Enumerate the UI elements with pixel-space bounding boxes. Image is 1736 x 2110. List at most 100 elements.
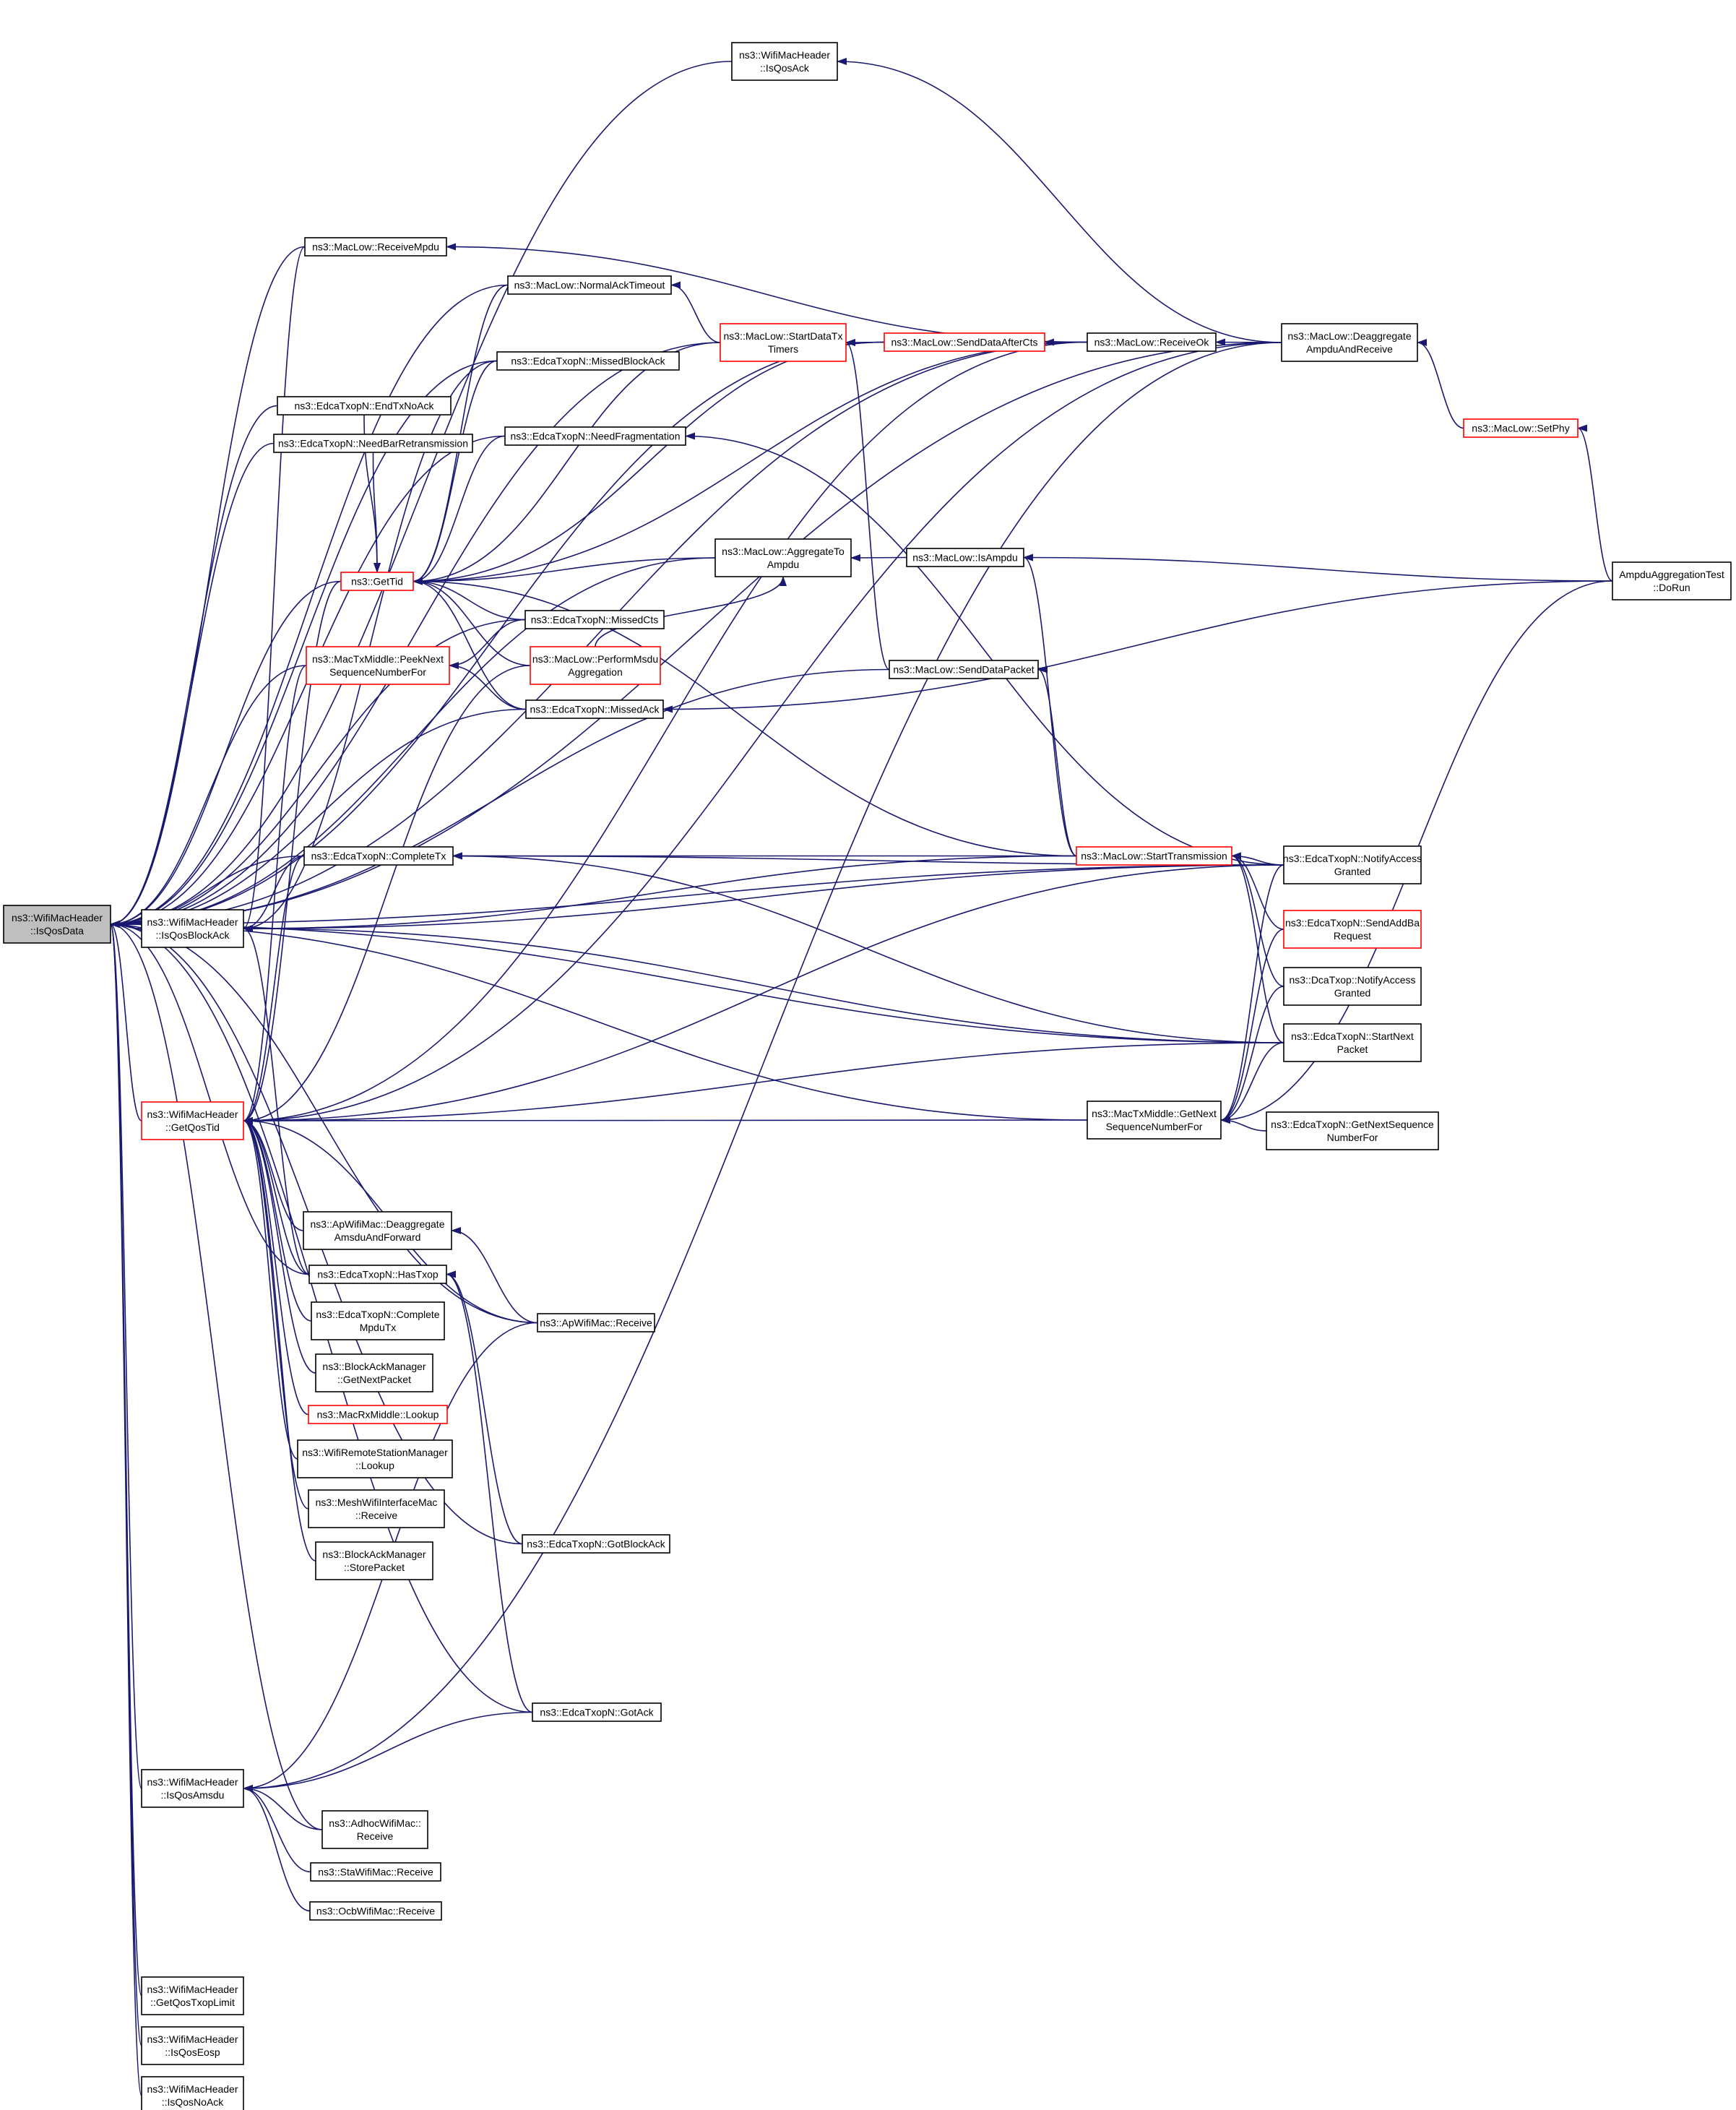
node-box <box>1281 323 1418 362</box>
node-box <box>530 646 661 685</box>
edge-is-qos-amsdu-to-is-qos-data <box>110 921 142 1789</box>
node-is-qos-amsdu[interactable]: ns3::WifiMacHeader::IsQosAmsdu <box>141 1769 244 1808</box>
node-is-qos-eosp[interactable]: ns3::WifiMacHeader::IsQosEosp <box>141 2026 244 2065</box>
node-is-qos-no-ack[interactable]: ns3::WifiMacHeader::IsQosNoAck <box>141 2076 244 2110</box>
node-box <box>504 426 686 446</box>
node-box <box>522 1534 670 1554</box>
node-label: ::IsQosBlockAck <box>156 929 230 941</box>
node-label: ns3::EdcaTxopN::MissedAck <box>530 704 660 715</box>
node-label: ns3::MacTxMiddle::PeekNext <box>312 653 444 665</box>
node-send-data-packet[interactable]: ns3::MacLow::SendDataPacket <box>889 660 1039 679</box>
node-do-run[interactable]: AmpduAggregationTest::DoRun <box>1612 561 1732 600</box>
node-label: ns3::EdcaTxopN::CompleteTx <box>311 851 446 862</box>
edge-set-phy-to-deaggregate-ampdu <box>1417 339 1464 429</box>
node-normal-ack-timeout[interactable]: ns3::MacLow::NormalAckTimeout <box>507 275 672 295</box>
edge-got-block-ack-to-has-txop <box>446 1270 523 1545</box>
edge-is-qos-ack-to-is-qos-data <box>110 61 733 928</box>
node-need-fragmentation[interactable]: ns3::EdcaTxopN::NeedFragmentation <box>504 426 686 446</box>
edge-rsmlookup-to-get-qos-tid <box>243 1117 298 1460</box>
edge-get-next-seq-edca-to-get-next-seq-middle <box>1220 1116 1267 1132</box>
node-get-next-seq-middle[interactable]: ns3::MacTxMiddle::GetNextSequenceNumberF… <box>1087 1101 1222 1140</box>
node-get-qos-tid[interactable]: ns3::WifiMacHeader::GetQosTid <box>141 1101 244 1140</box>
node-get-tid[interactable]: ns3::GetTid <box>340 572 414 591</box>
node-ap-receive[interactable]: ns3::ApWifiMac::Receive <box>537 1313 655 1332</box>
edge-deaggregate-ampdu-to-is-qos-ack <box>837 58 1282 343</box>
edge-missed-ack-to-peek-next <box>449 662 527 710</box>
node-label: ns3::GetTid <box>351 576 403 587</box>
node-mac-rx-lookup[interactable]: ns3::MacRxMiddle::Lookup <box>308 1405 448 1424</box>
node-is-qos-block-ack[interactable]: ns3::WifiMacHeader::IsQosBlockAck <box>141 909 244 948</box>
edge-send-add-ba-request-to-start-transmission <box>1231 852 1284 930</box>
node-box <box>308 1489 445 1528</box>
node-send-data-after-cts[interactable]: ns3::MacLow::SendDataAfterCts <box>884 332 1045 352</box>
node-box <box>496 351 680 371</box>
node-receive-ok[interactable]: ns3::MacLow::ReceiveOk <box>1087 332 1217 352</box>
node-box <box>537 1313 655 1332</box>
node-set-phy[interactable]: ns3::MacLow::SetPhy <box>1463 418 1579 438</box>
node-label: Packet <box>1337 1043 1368 1055</box>
node-end-tx-no-ack[interactable]: ns3::EdcaTxopN::EndTxNoAck <box>277 396 452 415</box>
node-rsmlookup[interactable]: ns3::WifiRemoteStationManager::Lookup <box>297 1439 453 1478</box>
node-got-ack[interactable]: ns3::EdcaTxopN::GotAck <box>532 1702 662 1722</box>
edge-send-data-packet-to-is-qos-data <box>110 668 890 928</box>
node-ocb-receive[interactable]: ns3::OcbWifiMac::Receive <box>309 1901 442 1921</box>
node-ap-deaggregate[interactable]: ns3::ApWifiMac::DeaggregateAmsduAndForwa… <box>303 1211 452 1250</box>
nodes: ns3::WifiMacHeader::IsQosDatans3::WifiMa… <box>3 42 1732 2110</box>
node-box <box>277 396 452 415</box>
node-adhoc-receive[interactable]: ns3::AdhocWifiMac::Receive <box>321 1810 428 1849</box>
edge-ocb-receive-to-is-qos-amsdu <box>243 1785 311 1912</box>
node-is-qos-data[interactable]: ns3::WifiMacHeader::IsQosData <box>3 905 111 944</box>
node-box <box>308 1405 448 1424</box>
node-peek-next[interactable]: ns3::MacTxMiddle::PeekNextSequenceNumber… <box>306 646 450 685</box>
node-missed-ack[interactable]: ns3::EdcaTxopN::MissedAck <box>525 699 664 719</box>
node-box <box>297 1439 453 1478</box>
node-has-txop[interactable]: ns3::EdcaTxopN::HasTxop <box>308 1265 447 1284</box>
node-need-bar-retransmission[interactable]: ns3::EdcaTxopN::NeedBarRetransmission <box>273 434 473 453</box>
node-box <box>310 1862 441 1882</box>
node-label: ns3::EdcaTxopN::GotAck <box>540 1707 654 1718</box>
node-box <box>1087 1101 1222 1140</box>
edge-notify-access-granted-to-get-next-seq-middle <box>1220 864 1284 1124</box>
node-missed-cts[interactable]: ns3::EdcaTxopN::MissedCts <box>524 610 665 629</box>
node-receive-mpdu[interactable]: ns3::MacLow::ReceiveMpdu <box>304 237 447 257</box>
node-is-ampdu[interactable]: ns3::MacLow::IsAmpdu <box>906 548 1024 567</box>
node-label: Aggregation <box>568 666 623 678</box>
edge-has-txop-to-is-qos-block-ack <box>243 925 310 1275</box>
node-label: ns3::EdcaTxopN::NeedBarRetransmission <box>278 438 468 449</box>
node-is-qos-ack[interactable]: ns3::WifiMacHeader::IsQosAck <box>731 42 838 81</box>
node-label: Receive <box>357 1830 394 1842</box>
node-label: NumberFor <box>1327 1132 1378 1143</box>
node-start-transmission[interactable]: ns3::MacLow::StartTransmission <box>1076 846 1232 866</box>
edge-need-bar-retransmission-to-is-qos-data <box>110 442 275 928</box>
node-box <box>1283 845 1422 884</box>
node-bamstore-packet[interactable]: ns3::BlockAckManager::StorePacket <box>315 1541 433 1580</box>
edge-start-data-tx-timers-to-get-tid <box>413 342 721 585</box>
edge-mesh-receive-to-get-qos-tid <box>243 1117 309 1510</box>
node-box <box>906 548 1024 567</box>
node-box <box>889 660 1039 679</box>
node-complete-tx[interactable]: ns3::EdcaTxopN::CompleteTx <box>303 846 454 866</box>
node-get-qos-txop-limit[interactable]: ns3::WifiMacHeader::GetQosTxopLimit <box>141 1976 244 2015</box>
node-label: ns3::WifiMacHeader <box>147 1776 238 1788</box>
edge-receive-mpdu-to-is-qos-block-ack <box>243 246 306 932</box>
node-label: AmsduAndForward <box>334 1231 421 1243</box>
node-mesh-receive[interactable]: ns3::MeshWifiInterfaceMac::Receive <box>308 1489 445 1528</box>
node-got-block-ack[interactable]: ns3::EdcaTxopN::GotBlockAck <box>522 1534 670 1554</box>
edge-perform-msdu-to-get-tid <box>413 577 531 666</box>
node-sta-receive[interactable]: ns3::StaWifiMac::Receive <box>310 1862 441 1882</box>
node-label: ns3::EdcaTxopN::EndTxNoAck <box>295 400 435 412</box>
node-label: ns3::MacLow::ReceiveMpdu <box>312 241 439 253</box>
node-missed-block-ack[interactable]: ns3::EdcaTxopN::MissedBlockAck <box>496 351 680 371</box>
edge-perform-msdu-to-get-qos-tid <box>243 665 531 1124</box>
node-bamget-next-packet[interactable]: ns3::BlockAckManager::GetNextPacket <box>315 1353 433 1392</box>
